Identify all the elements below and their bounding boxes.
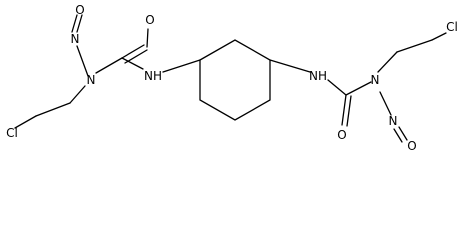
bond-ch2-n-left — [69, 85, 86, 104]
bond-n-o-nitroso-right-a — [393, 128, 403, 143]
bond-nh-c-right — [327, 79, 347, 96]
atom-label-o-carbonyl-left: O — [145, 13, 154, 27]
bond-n-o-nitroso-left-b — [76, 14, 83, 33]
bond-c-nh-left — [121, 57, 144, 70]
atom-label-cl-right: Cl — [446, 20, 458, 34]
atom-label-nh-left: NH — [144, 69, 162, 83]
bond-c-o-right-b — [346, 95, 352, 127]
bond-ch2-ch2-right — [396, 39, 433, 53]
atom-label-o-nitroso-left: O — [75, 3, 84, 17]
atom-labels: Cl N O N O NH NH O N Cl N O — [6, 3, 458, 153]
atom-label-n-nitroso-left: N — [71, 32, 80, 46]
atom-label-cl-left: Cl — [6, 126, 18, 140]
atom-label-o-nitroso-right: O — [407, 139, 416, 153]
bond-c-o-left-a — [121, 44, 145, 59]
bond-n-o-nitroso-left-a — [71, 14, 78, 33]
bond-n-n-nitroso-left — [76, 45, 89, 77]
bond-lines — [14, 14, 447, 143]
atom-label-nh-right: NH — [309, 69, 327, 83]
atom-label-n-amide-left: N — [87, 73, 96, 87]
bond-ch2-cl-right — [431, 32, 447, 41]
bond-nh-ring-left — [162, 59, 201, 73]
bond-c-o-left-c — [146, 28, 149, 48]
atom-label-n-nitroso-right: N — [389, 114, 398, 128]
bond-n-c-carbonyl-left — [95, 57, 123, 74]
cyclohexane-ring — [199, 39, 271, 121]
atom-label-n-amide-right: N — [371, 73, 380, 87]
bond-n-ch2-right — [377, 51, 398, 73]
bond-n-o-nitroso-right-b — [398, 126, 408, 141]
atom-label-o-carbonyl-right: O — [337, 128, 346, 142]
chemical-structure: Cl N O N O NH NH O N Cl N O — [6, 3, 458, 153]
bond-c-o-right-a — [341, 94, 347, 126]
bond-cl-ch2-left — [14, 115, 37, 129]
bond-n-n-nitroso-right — [379, 91, 392, 116]
bond-ring-nh-right — [269, 59, 311, 73]
bond-ch2-ch2-left — [35, 102, 71, 117]
bond-c-n-right — [345, 81, 372, 96]
